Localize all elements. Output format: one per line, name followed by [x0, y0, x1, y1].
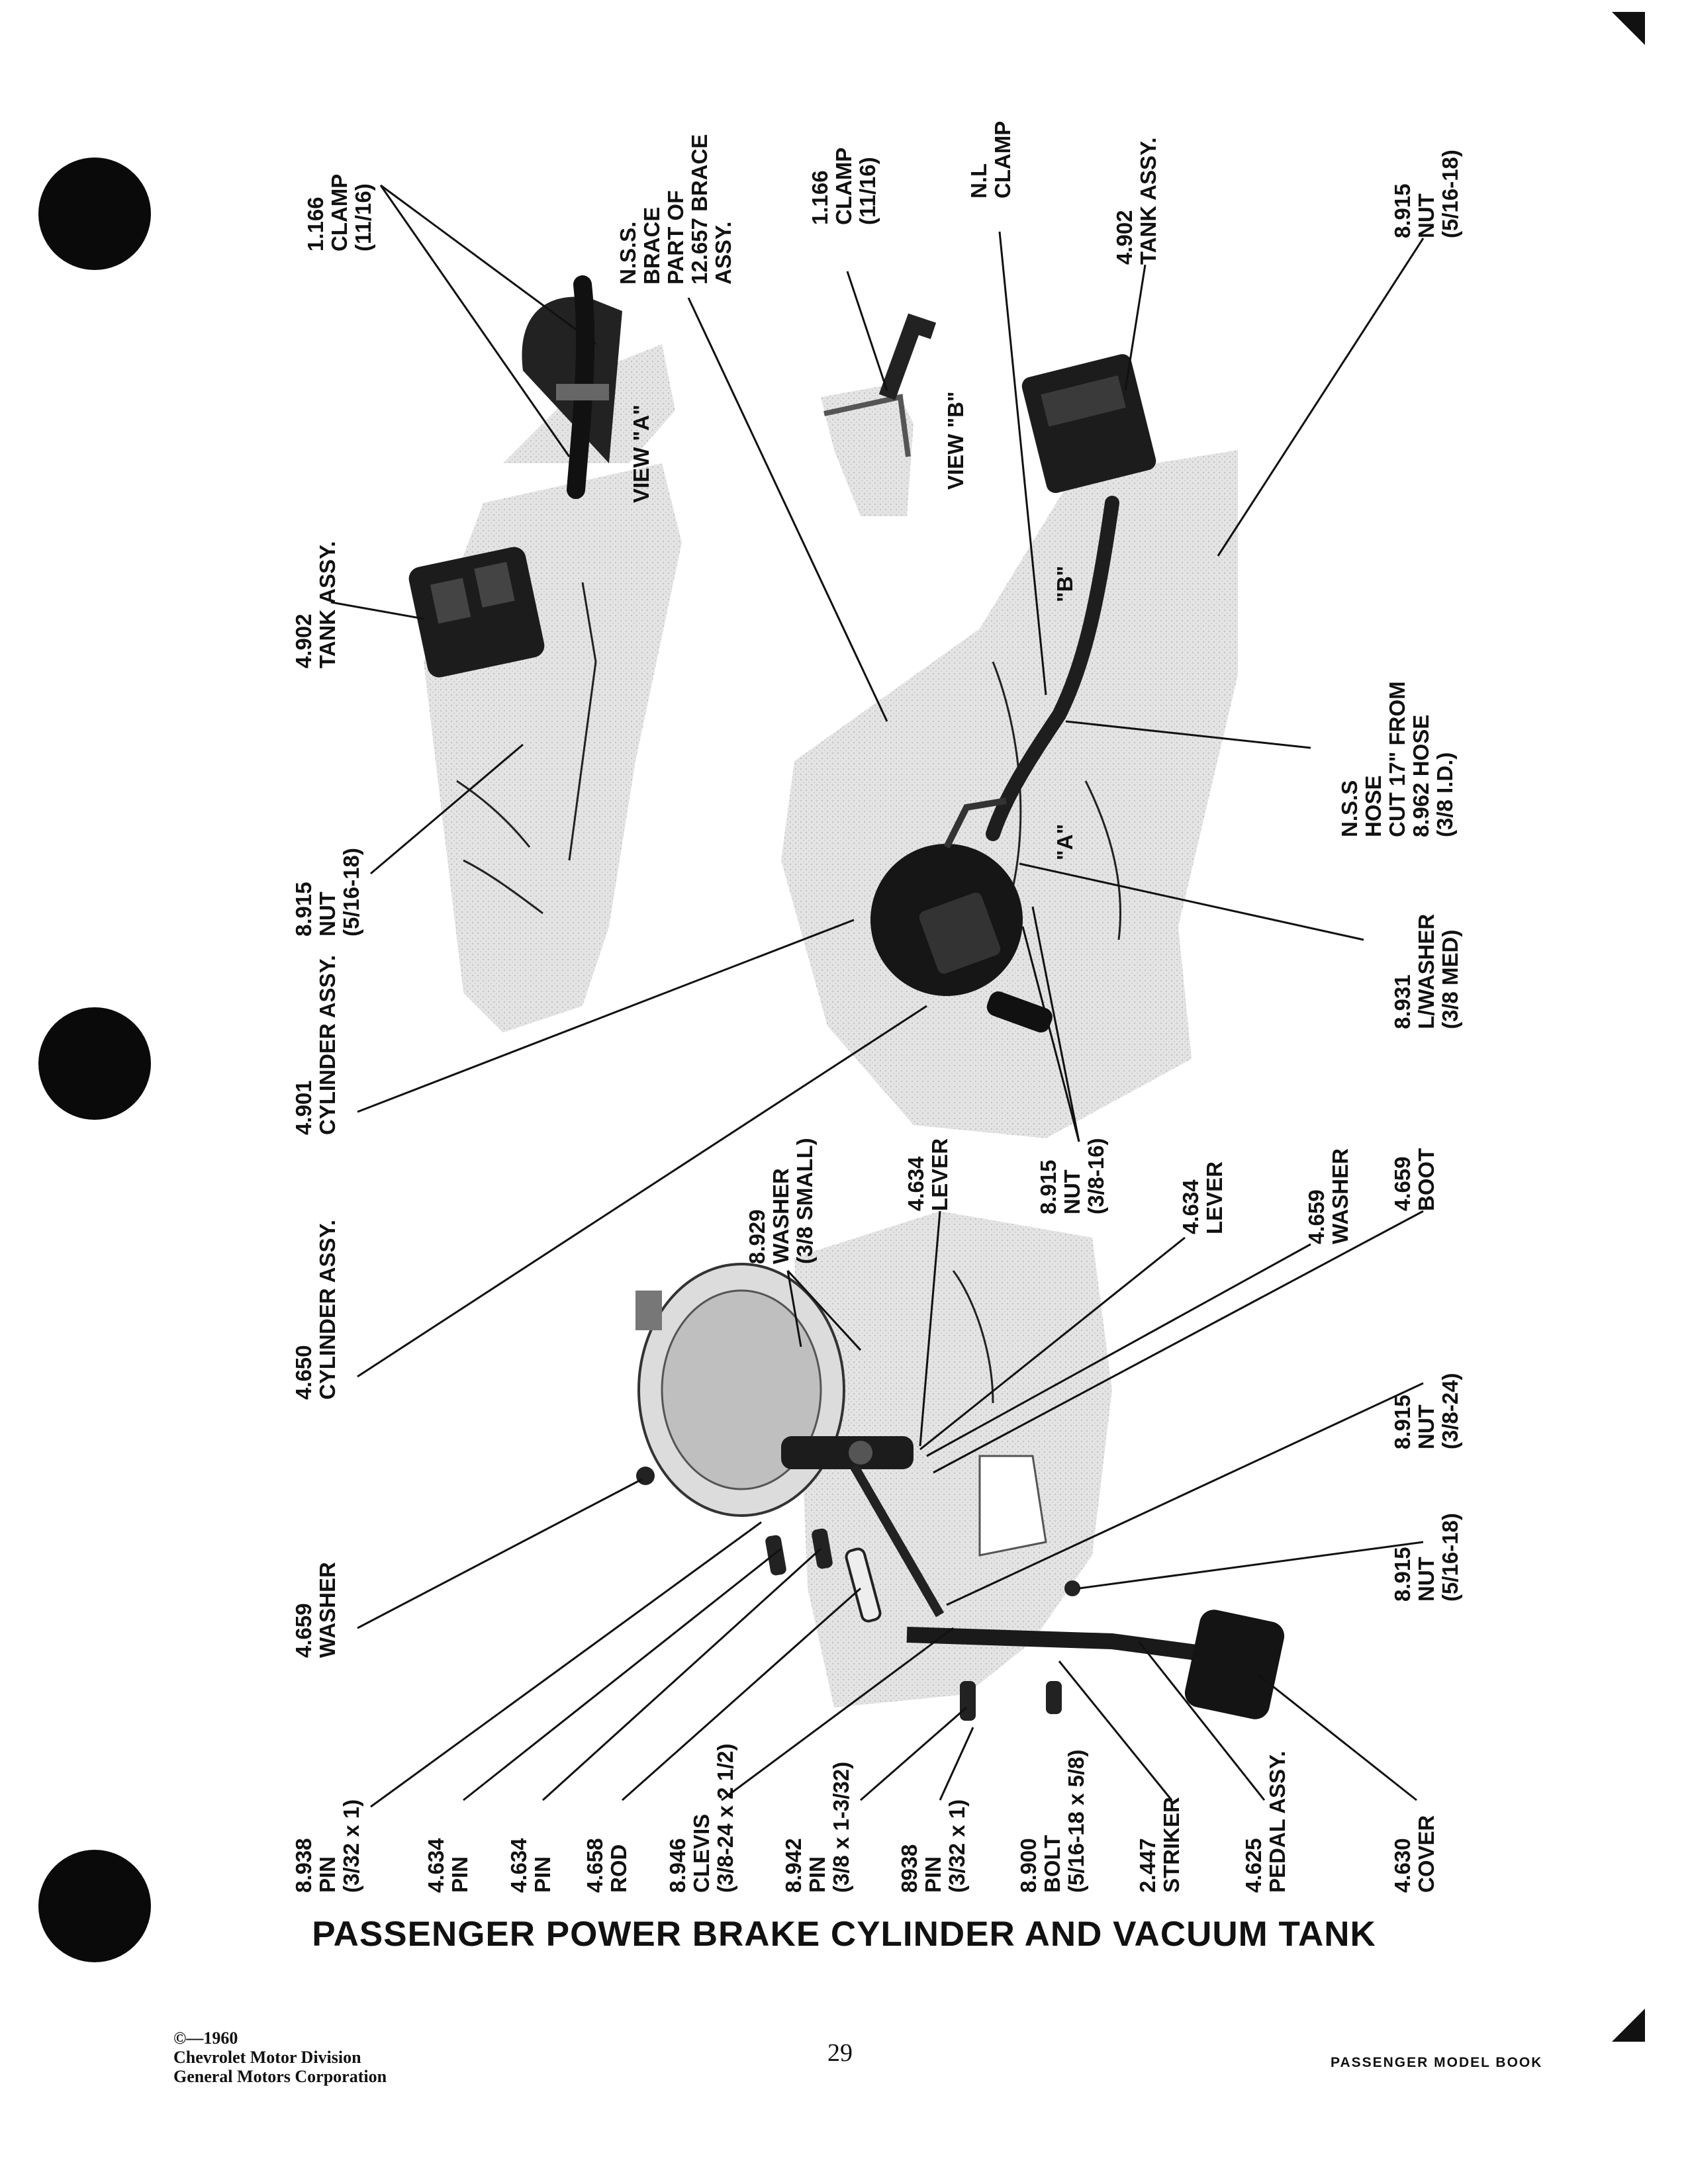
label-washer-4659-right: 4.659WASHER: [1304, 1148, 1352, 1244]
label-pin-4634-a: 4.634PIN: [424, 1838, 472, 1893]
book-name: PASSENGER MODEL BOOK: [1331, 2055, 1543, 2070]
label-tank-assy-right: 4.902TANK ASSY.: [1112, 137, 1160, 265]
label-pin-4634-b: 4.634PIN: [506, 1838, 555, 1893]
label-nut-mid-left: 8.915NUT(5/16-18): [291, 848, 363, 936]
label-rod: 4.658ROD: [583, 1838, 631, 1893]
label-bolt: 8.900BOLT(5/16-18 x 5/8): [1016, 1750, 1088, 1893]
label-nut-3-8-16: 8.915NUT(3/8-16): [1036, 1138, 1108, 1214]
label-nss-brace: N.S.S.BRACEPART OF12.657 BRACEASSY.: [616, 134, 735, 285]
page-number: 29: [827, 2039, 853, 2067]
label-pin-8942: 8.942PIN(3/8 x 1-3/32): [781, 1762, 853, 1893]
firewall-panel-upper: [424, 463, 682, 1032]
label-pin-8938: 8.938PIN(3/32 x 1): [291, 1799, 363, 1893]
vacuum-hose: [986, 496, 1119, 841]
marker-b: "B": [1053, 566, 1077, 602]
brake-cylinder-4650: [635, 1263, 845, 1517]
label-cylinder-4901: 4.901CYLINDER ASSY.: [291, 955, 340, 1135]
label-tank-assy-left: 4.902TANK ASSY.: [291, 541, 340, 668]
label-lever-lower: 4.634LEVER: [1178, 1161, 1227, 1234]
firewall-panel-lower: [794, 1211, 1112, 1707]
copyright-year: ©—1960: [173, 2028, 238, 2048]
copyright-corporation: General Motors Corporation: [173, 2067, 387, 2086]
label-nut-bottom-right: 8.915NUT(5/16-18): [1390, 1513, 1462, 1602]
view-b-panel: [821, 384, 914, 516]
label-nut-3-8-24: 8.915NUT(3/8-24): [1390, 1373, 1462, 1449]
label-clevis: 8.946CLEVIS(3/8-24 x 2 1/2): [665, 1743, 737, 1893]
lever-assembly: [781, 1436, 914, 1469]
callout-labels: 1.166CLAMP(11/16) N.S.S.BRACEPART OF12.6…: [291, 121, 1462, 1893]
vacuum-tank-right: [1021, 354, 1156, 493]
label-nl-clamp: N.LCLAMP: [966, 121, 1015, 199]
corner-mark-top-right: [1612, 12, 1645, 45]
copyright-division: Chevrolet Motor Division: [173, 2048, 361, 2067]
pins-and-bolts: [636, 1467, 1080, 1721]
binder-hole-middle: [38, 1007, 151, 1120]
label-clamp-top-left: 1.166CLAMP(11/16): [303, 174, 375, 251]
view-a-caption: VIEW "A": [629, 404, 653, 503]
label-clamp-top-right: 1.166CLAMP(11/16): [808, 148, 880, 225]
label-lwasher: 8.931L/WASHER(3/8 MED): [1390, 914, 1462, 1029]
binder-hole-top: [38, 158, 151, 270]
label-washer-8929: 8.929WASHER(3/8 SMALL): [745, 1138, 817, 1264]
brake-cylinder-4901: [870, 797, 1053, 1033]
label-striker: 2.447STRIKER: [1135, 1797, 1184, 1893]
view-b-caption: VIEW "B": [943, 391, 968, 490]
label-cylinder-4650: 4.650CYLINDER ASSY.: [291, 1220, 340, 1400]
marker-a: "A": [1053, 824, 1077, 860]
label-cover: 4.630COVER: [1390, 1815, 1438, 1893]
vacuum-tank-left: [408, 547, 545, 678]
label-pedal: 4.625PEDAL ASSY.: [1241, 1751, 1289, 1893]
label-boot: 4.659BOOT: [1390, 1148, 1438, 1211]
page-title: PASSENGER POWER BRAKE CYLINDER AND VACUU…: [312, 1915, 1376, 1954]
vacuum-tank-view-a: [522, 275, 622, 499]
push-rod: [849, 1463, 945, 1617]
label-lever-upper: 4.634LEVER: [904, 1138, 952, 1211]
label-washer-4659-left: 4.659WASHER: [291, 1562, 340, 1658]
label-nut-top-right: 8.915NUT(5/16-18): [1390, 150, 1462, 238]
corner-mark-bottom-right: [1612, 2009, 1645, 2042]
binder-hole-bottom: [38, 1850, 151, 1962]
leader-lines: [330, 184, 1425, 1808]
copyright-block: ©—1960 Chevrolet Motor Division General …: [173, 2028, 387, 2086]
label-nss-hose: N.S.SHOSECUT 17" FROM8.962 HOSE(3/8 I.D.…: [1337, 681, 1457, 837]
view-b-clamp: [878, 313, 937, 400]
label-pin-8938-b: 8938PIN(3/32 x 1): [897, 1799, 969, 1893]
brake-pedal: [906, 1610, 1285, 1719]
